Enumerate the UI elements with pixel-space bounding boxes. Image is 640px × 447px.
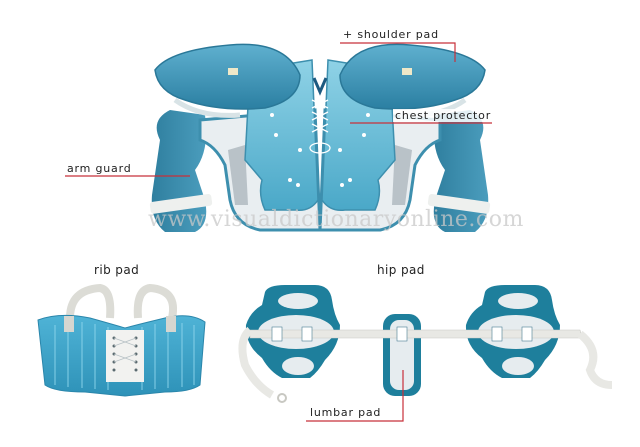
title-hip-pad: hip pad <box>377 263 425 277</box>
label-lumbar-pad: lumbar pad <box>310 406 382 419</box>
shoulder-pad-assembly <box>149 43 491 232</box>
hip-pad-illustration <box>238 285 613 403</box>
title-rib-pad: rib pad <box>94 263 140 277</box>
label-arm-guard: arm guard <box>67 162 132 175</box>
label-shoulder-pad: + shoulder pad <box>343 28 439 41</box>
label-chest-protector: chest protector <box>393 109 494 122</box>
rib-pad-illustration <box>37 283 206 397</box>
watermark-text: www.visualdictionaryonline.com <box>148 207 524 232</box>
leader-lines <box>65 42 492 422</box>
